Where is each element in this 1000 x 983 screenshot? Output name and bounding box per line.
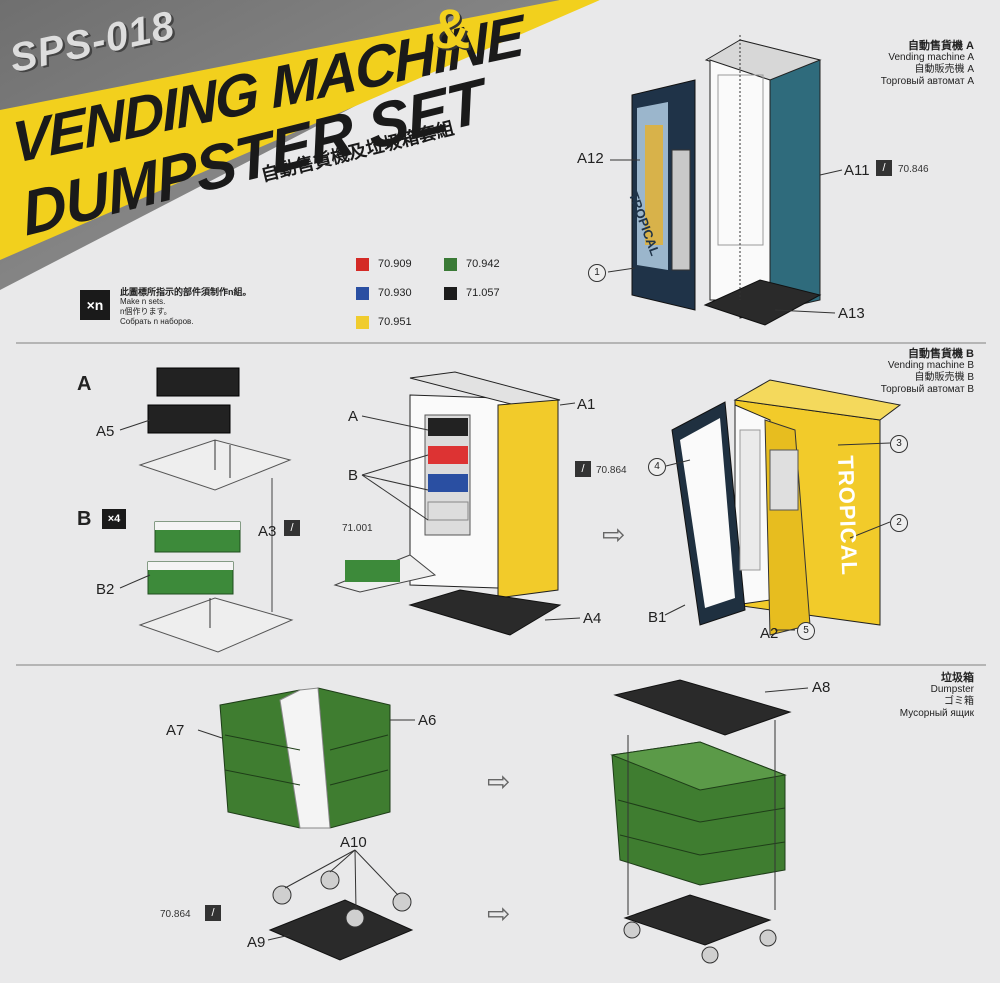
header-en: Dumpster — [930, 684, 974, 695]
color-code: 70.909 — [378, 258, 412, 270]
step-label-a: A — [77, 373, 92, 395]
part-label-a9: A9 — [247, 934, 266, 951]
yellow-title-band — [0, 0, 600, 260]
part-label-a4: A4 — [583, 610, 602, 627]
paint-code: 70.864 — [160, 909, 191, 920]
header-cn: 自動售貨機 A — [908, 40, 974, 52]
decal-number-5: 5 — [797, 622, 815, 640]
dumpster-chassis — [268, 870, 414, 961]
legend-note-ru: Собрать n наборов. — [120, 317, 194, 326]
paint-code: 70.864 — [596, 465, 627, 476]
part-label-a6: A6 — [418, 712, 437, 729]
legend-note-en: Make n sets. — [120, 297, 166, 306]
color-code: 70.951 — [378, 316, 412, 328]
brush-icon: / — [876, 160, 892, 176]
swatch-red — [356, 258, 369, 271]
dumpster-body-halves — [219, 687, 391, 829]
part-label-b1: B1 — [648, 609, 667, 626]
brand-label-b: TROPICAL — [833, 455, 863, 577]
part-label-a11: A11 — [844, 162, 870, 179]
shelf-b-assembly — [138, 521, 294, 653]
leader-lines — [119, 159, 891, 941]
step-label-b: B — [77, 508, 92, 530]
part-label-a7: A7 — [166, 722, 185, 739]
part-label-b2: B2 — [96, 581, 115, 598]
title-ampersand: & — [430, 0, 471, 60]
swatch-blue — [356, 287, 369, 300]
header-ru: Мусорный ящик — [899, 708, 974, 719]
part-label-a8: A8 — [812, 679, 831, 696]
header-jp: 自動販売機 B — [914, 372, 974, 383]
brush-icon: / — [575, 461, 591, 477]
part-label-a12: A12 — [577, 150, 604, 167]
decal-number-4: 4 — [648, 458, 666, 476]
part-label-b: B — [348, 467, 359, 484]
brush-icon: / — [284, 520, 300, 536]
header-ru: Торговый автомат B — [880, 384, 974, 395]
header-jp: 自動販売機 A — [914, 64, 974, 75]
vending-machine-b-interior — [333, 371, 562, 636]
legend-note-cn: 此圖標所指示的部件須制作n組。 — [120, 287, 252, 297]
header-cn: 垃圾箱 — [941, 672, 974, 684]
color-code: 70.930 — [378, 287, 412, 299]
arrow-icon: ⇨ — [602, 519, 626, 550]
section-b-header: 自動售貨機 B Vending machine B 自動販売機 B Торгов… — [881, 348, 974, 396]
color-code: 71.057 — [466, 287, 500, 299]
swatch-black — [444, 287, 457, 300]
swatch-green — [444, 258, 457, 271]
swatch-yellow — [356, 316, 369, 329]
header-ru: Торговый автомат A — [880, 76, 974, 87]
paint-code: 70.846 — [898, 164, 929, 175]
header-en: Vending machine A — [888, 52, 974, 63]
paint-code: 71.001 — [342, 523, 373, 534]
header-en: Vending machine B — [887, 360, 974, 371]
arrow-icon: ⇨ — [487, 898, 511, 929]
part-label-a13: A13 — [838, 305, 865, 322]
vending-machine-a — [631, 35, 822, 326]
part-label-a: A — [348, 408, 359, 425]
dumpster-assembled — [610, 679, 792, 964]
part-label-a1: A1 — [577, 396, 596, 413]
decal-number-3: 3 — [890, 435, 908, 453]
vending-machine-b-assembled — [671, 379, 902, 636]
section-c-header: 垃圾箱 Dumpster ゴミ箱 Мусорный ящик — [900, 672, 974, 720]
multiplier-badge: ×n — [80, 290, 110, 320]
part-label-a3: A3 — [258, 523, 277, 540]
multiplier-badge-x4: ×4 — [102, 509, 126, 529]
legend-note-jp: n個作ります。 — [120, 307, 172, 316]
brush-icon: / — [205, 905, 221, 921]
part-label-a10: A10 — [340, 834, 367, 851]
part-label-a5: A5 — [96, 423, 115, 440]
arrow-icon: ⇨ — [487, 766, 511, 797]
part-label-a2: A2 — [760, 625, 779, 642]
header-cn: 自動售貨機 B — [908, 348, 974, 360]
shelf-a-assembly — [138, 367, 292, 491]
section-a-header: 自動售貨機 A Vending machine A 自動販売機 A Торгов… — [881, 40, 974, 88]
decal-number-1: 1 — [588, 264, 606, 282]
legend-note: 此圖標所指示的部件須制作n組。 Make n sets. n個作ります。 Соб… — [120, 287, 252, 327]
decal-number-2: 2 — [890, 514, 908, 532]
color-code: 70.942 — [466, 258, 500, 270]
header-jp: ゴミ箱 — [944, 696, 974, 707]
